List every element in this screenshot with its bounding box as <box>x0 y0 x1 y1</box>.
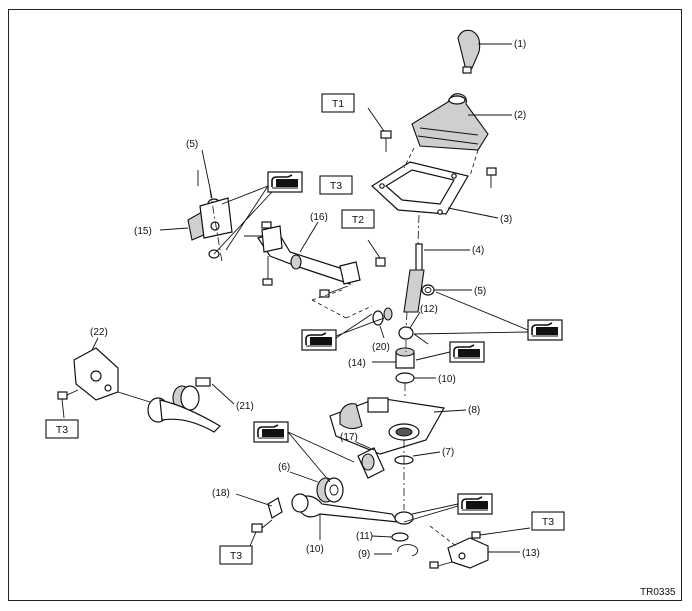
callout-14: (14) <box>348 358 366 369</box>
torque-tag-t1: T1 <box>321 93 355 113</box>
t1-bolt <box>367 107 392 152</box>
bolt-right <box>486 167 497 188</box>
svg-text:T3: T3 <box>542 516 554 528</box>
callout-5-left: (5) <box>186 139 198 150</box>
shift-knob <box>457 29 512 74</box>
t2-nut <box>367 239 386 267</box>
callout-22: (22) <box>90 327 108 338</box>
callout-7: (7) <box>442 447 454 458</box>
callout-18: (18) <box>212 488 230 499</box>
grease-icon <box>527 319 563 341</box>
bracket-13 <box>429 525 531 569</box>
washer-10-upper <box>395 372 436 384</box>
callout-8: (8) <box>468 405 480 416</box>
callout-15: (15) <box>134 226 152 237</box>
callout-2: (2) <box>514 110 526 121</box>
grease-icon <box>301 329 337 351</box>
linkage-15 <box>159 170 233 263</box>
diagram-frame <box>8 9 682 601</box>
grease-icon <box>253 421 289 443</box>
rod-10 <box>291 493 414 540</box>
washer-11 <box>371 532 409 542</box>
ball-seat <box>398 311 429 345</box>
svg-text:T1: T1 <box>332 98 344 110</box>
svg-text:T3: T3 <box>330 180 342 192</box>
callout-10-upper: (10) <box>438 374 456 385</box>
svg-text:T2: T2 <box>352 214 364 226</box>
callout-11: (11) <box>356 531 373 542</box>
torque-tag-t3-bottom: T3 <box>219 545 253 565</box>
shift-boot <box>411 93 512 151</box>
svg-text:T3: T3 <box>56 424 68 436</box>
spacer-20 <box>372 307 393 339</box>
grease-icon <box>449 341 485 363</box>
grease-icon <box>457 493 493 515</box>
torque-tag-t2: T2 <box>341 209 375 229</box>
svg-text:T3: T3 <box>230 550 242 562</box>
boot-plate <box>371 147 499 219</box>
callout-12: (12) <box>420 304 438 315</box>
rod-end-21 <box>117 377 235 433</box>
bracket-22 <box>57 337 119 419</box>
bushing-6 <box>289 471 344 503</box>
bushing-right <box>421 284 472 296</box>
callout-3: (3) <box>500 214 512 225</box>
bolt-rod <box>319 285 349 298</box>
callout-21: (21) <box>236 401 254 412</box>
torque-tag-t3-left: T3 <box>45 419 79 439</box>
callout-9: (9) <box>358 549 370 560</box>
gear-shift-lever <box>403 214 470 331</box>
callout-1: (1) <box>514 39 526 50</box>
seal-18 <box>235 493 283 519</box>
lever-housing <box>329 397 467 455</box>
callout-20: (20) <box>372 342 390 353</box>
torque-tag-t3-right: T3 <box>531 511 565 531</box>
bushing-14 <box>372 347 415 369</box>
callout-17: (17) <box>340 432 358 443</box>
t3-bolt-lower-left <box>249 519 273 547</box>
callout-10-lower: (10) <box>306 544 324 555</box>
callout-6: (6) <box>278 462 290 473</box>
torque-tag-t3-top: T3 <box>319 175 353 195</box>
callout-13: (13) <box>522 548 540 559</box>
callout-16: (16) <box>310 212 328 223</box>
grease-icon <box>267 171 303 193</box>
circlip-9 <box>374 544 419 557</box>
figure-code: TR0335 <box>640 587 676 598</box>
clip-7 <box>394 451 441 465</box>
rod-16 <box>244 221 361 286</box>
callout-5-right: (5) <box>474 286 486 297</box>
callout-4: (4) <box>472 245 484 256</box>
joint-17 <box>355 441 385 479</box>
